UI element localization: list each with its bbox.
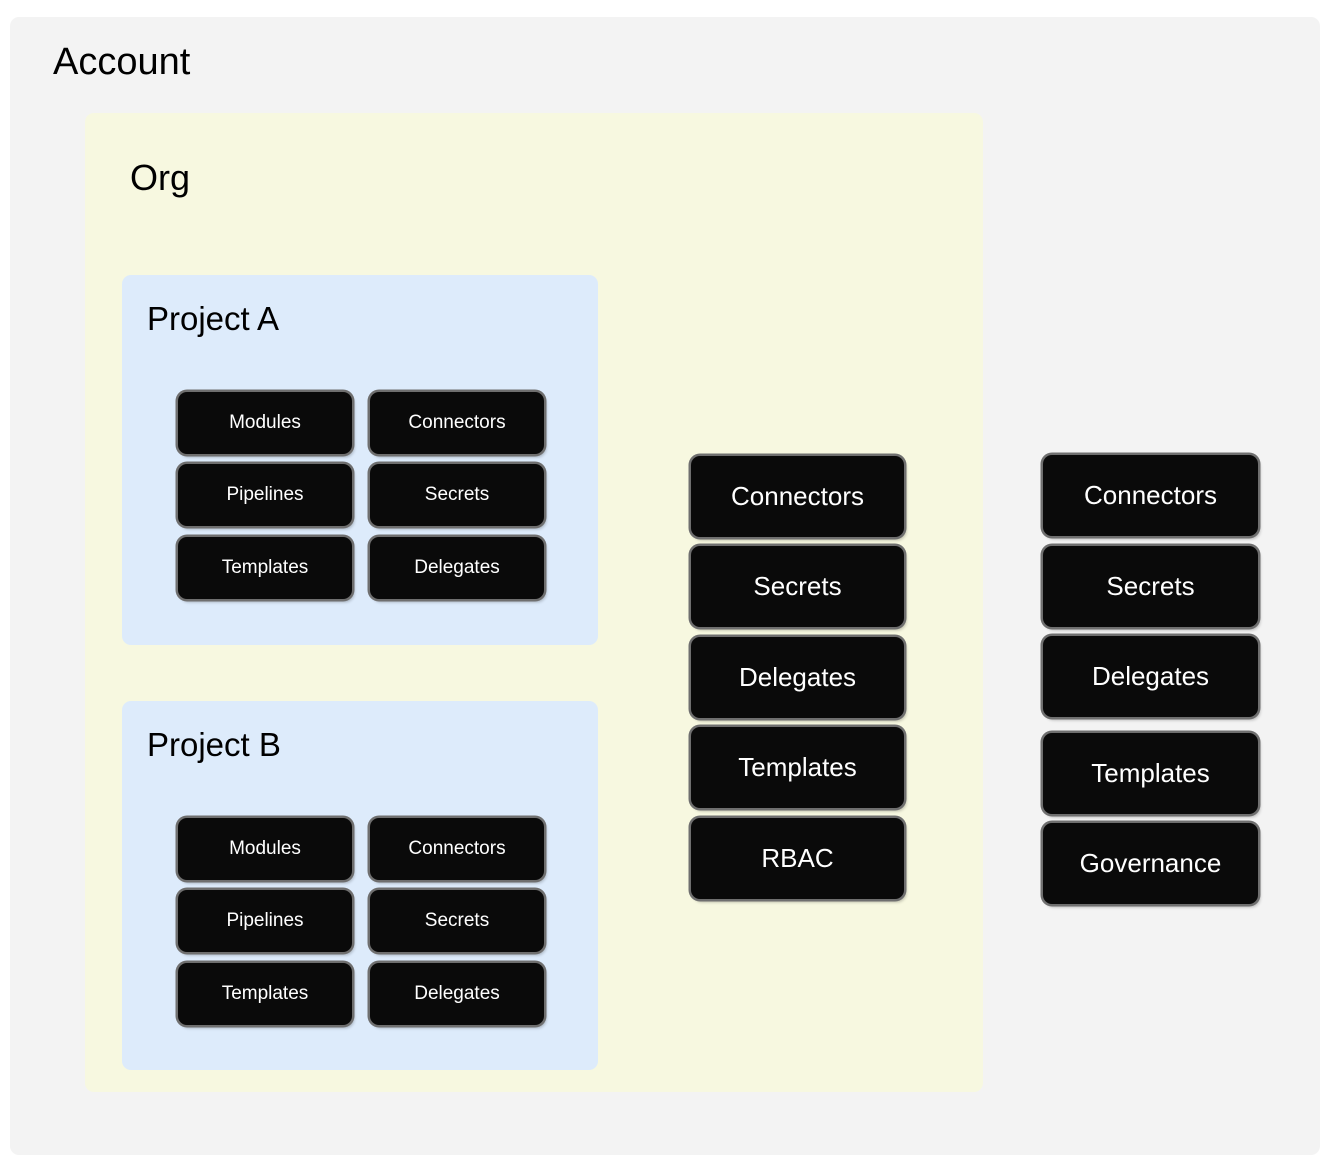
account-resource-templates[interactable]: Templates: [1043, 733, 1258, 814]
project-a-resource-modules[interactable]: Modules: [178, 392, 352, 454]
project-b-title: Project B: [147, 726, 281, 763]
project-b-resource-templates[interactable]: Templates: [178, 963, 352, 1025]
org-resource-templates[interactable]: Templates: [691, 727, 904, 808]
org-scope-title: Org: [130, 157, 191, 198]
project-b-container: Project B Modules Pipelines Templates Co…: [122, 701, 598, 1070]
account-resource-connectors[interactable]: Connectors: [1043, 455, 1258, 536]
org-resource-connectors[interactable]: Connectors: [691, 456, 904, 537]
project-a-resource-pipelines[interactable]: Pipelines: [178, 464, 352, 526]
project-a-resource-secrets[interactable]: Secrets: [370, 464, 544, 526]
project-a-container: Project A Modules Pipelines Templates Co…: [122, 275, 598, 645]
project-a-title: Project A: [147, 300, 280, 337]
account-scope-title: Account: [53, 41, 191, 83]
account-resource-delegates[interactable]: Delegates: [1043, 636, 1258, 717]
project-a-resource-connectors[interactable]: Connectors: [370, 392, 544, 454]
project-b-resource-secrets[interactable]: Secrets: [370, 890, 544, 952]
account-scope-container: Account Org Project A Modules Pipelines …: [10, 17, 1320, 1155]
account-resource-secrets[interactable]: Secrets: [1043, 546, 1258, 627]
project-b-resource-connectors[interactable]: Connectors: [370, 818, 544, 880]
org-resource-delegates[interactable]: Delegates: [691, 637, 904, 718]
org-resource-secrets[interactable]: Secrets: [691, 546, 904, 627]
org-resource-rbac[interactable]: RBAC: [691, 818, 904, 899]
project-b-resource-delegates[interactable]: Delegates: [370, 963, 544, 1025]
project-b-resource-pipelines[interactable]: Pipelines: [178, 890, 352, 952]
account-resource-governance[interactable]: Governance: [1043, 823, 1258, 904]
project-a-resource-delegates[interactable]: Delegates: [370, 537, 544, 599]
project-a-resource-templates[interactable]: Templates: [178, 537, 352, 599]
project-b-resource-modules[interactable]: Modules: [178, 818, 352, 880]
